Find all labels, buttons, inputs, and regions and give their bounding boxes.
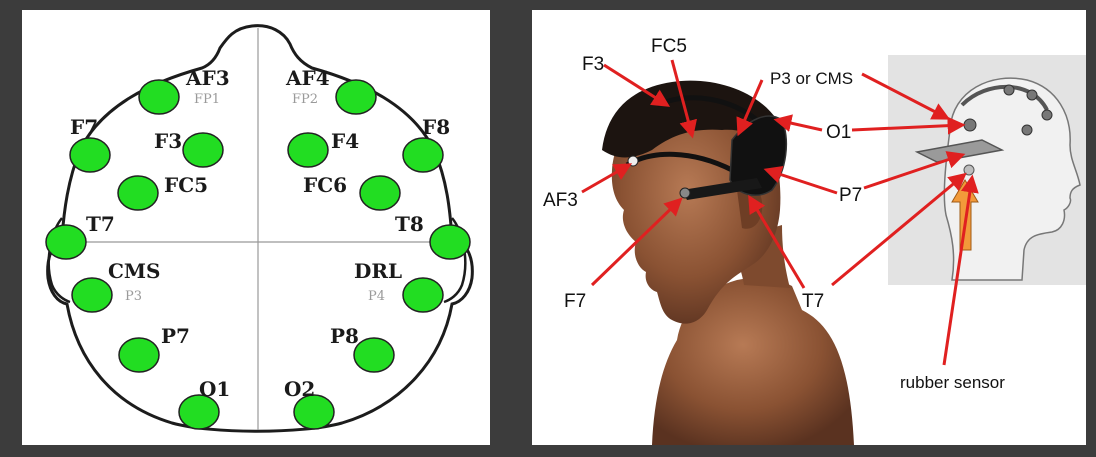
electrode-fc6	[360, 176, 400, 210]
label-f7: F7	[70, 115, 98, 139]
label-f3: F3	[154, 129, 182, 153]
label-p7: P7	[161, 324, 190, 348]
label-af4: AF4	[285, 66, 330, 90]
profile-sensor	[1004, 85, 1014, 95]
label-f7: F7	[564, 291, 586, 312]
electrode-f8	[403, 138, 443, 172]
electrode-t7	[46, 225, 86, 259]
label-p3-or-cms: P3 or CMS	[770, 69, 853, 88]
label-t7: T7	[86, 212, 115, 236]
label-p3: P3	[125, 289, 142, 304]
headset-illustration: F3 FC5 P3 or CMS O1 AF3 P7 F7 T7 rubber …	[532, 10, 1086, 445]
electrode-map-panel: AF3 FP1 AF4 FP2 F7 F3 F4 F8 FC5 FC6 T7 T…	[22, 10, 490, 445]
label-o2: O2	[284, 377, 315, 401]
label-o1: O1	[199, 377, 230, 401]
electrode-p8	[354, 338, 394, 372]
electrode-p7	[119, 338, 159, 372]
label-drl: DRL	[354, 259, 402, 283]
electrode-fc5	[118, 176, 158, 210]
label-f3: F3	[582, 54, 604, 75]
label-o1: O1	[826, 122, 851, 143]
label-af3: AF3	[543, 190, 578, 211]
label-p4: P4	[368, 289, 385, 304]
label-t8: T8	[395, 212, 424, 236]
headset-sensor-af3	[628, 156, 638, 166]
label-fp2: FP2	[292, 92, 318, 107]
label-fp1: FP1	[194, 92, 220, 107]
label-fc6: FC6	[303, 173, 347, 197]
electrode-f4	[288, 133, 328, 167]
label-fc5: FC5	[164, 173, 208, 197]
electrode-f7	[70, 138, 110, 172]
label-p7: P7	[839, 185, 862, 206]
label-af3: AF3	[185, 66, 230, 90]
electrode-map: AF3 FP1 AF4 FP2 F7 F3 F4 F8 FC5 FC6 T7 T…	[22, 10, 490, 445]
profile-sensor	[1027, 90, 1037, 100]
profile-reference-sensor	[964, 165, 974, 175]
label-p8: P8	[330, 324, 359, 348]
headset-placement-panel: F3 FC5 P3 or CMS O1 AF3 P7 F7 T7 rubber …	[532, 10, 1086, 445]
electrode-af4	[336, 80, 376, 114]
label-rubber-sensor: rubber sensor	[900, 373, 1005, 392]
profile-sensor	[1042, 110, 1052, 120]
electrode-f3	[183, 133, 223, 167]
electrode-drl	[403, 278, 443, 312]
electrode-af3	[139, 80, 179, 114]
label-cms: CMS	[108, 259, 161, 283]
electrode-cms	[72, 278, 112, 312]
label-f4: F4	[331, 129, 359, 153]
headset-sensor-f7	[680, 188, 690, 198]
profile-sensor	[1022, 125, 1032, 135]
electrode-t8	[430, 225, 470, 259]
label-fc5: FC5	[651, 36, 687, 57]
label-f8: F8	[422, 115, 450, 139]
profile-sensor	[964, 119, 976, 131]
label-t7: T7	[802, 291, 824, 312]
